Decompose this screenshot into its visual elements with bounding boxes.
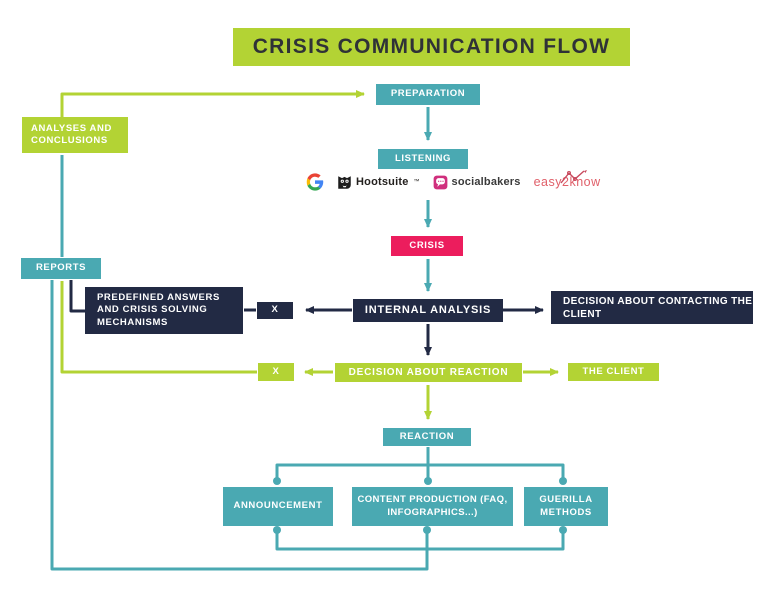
node-decision-reaction: DECISION ABOUT REACTION — [335, 363, 522, 382]
line-predefined-to-reports — [69, 280, 86, 313]
socialbakers-wordmark: socialbakers — [451, 176, 521, 188]
easy2know-logo: easy2know — [533, 170, 601, 189]
line-announcement-guerilla-bottom-bar — [275, 532, 565, 551]
page-title: CRISIS COMMUNICATION FLOW — [233, 28, 630, 66]
socialbakers-logo: socialbakers — [433, 175, 521, 190]
node-reaction: REACTION — [383, 428, 471, 446]
node-preparation: PREPARATION — [376, 84, 480, 105]
node-decision-contacting: DECISION ABOUT CONTACTING THE CLIENT — [551, 291, 753, 324]
node-crisis: CRISIS — [391, 236, 463, 256]
node-internal-analysis: INTERNAL ANALYSIS — [353, 299, 503, 322]
node-announcement: ANNOUNCEMENT — [223, 487, 333, 526]
hootsuite-logo: Hootsuite ™ — [337, 175, 420, 190]
line-reaction-branch-bar — [275, 463, 565, 480]
node-listening: LISTENING — [378, 149, 468, 169]
socialbakers-bubble-icon — [433, 175, 447, 189]
line-x-reaction-to-reports — [60, 281, 257, 374]
hootsuite-tm: ™ — [413, 179, 420, 185]
node-the-client: THE CLIENT — [568, 363, 659, 381]
easy2know-wordmark: easy2know — [533, 175, 601, 189]
node-reports: REPORTS — [21, 258, 101, 279]
line-outputs-to-reports-collector — [50, 280, 429, 571]
google-g-icon — [306, 173, 324, 191]
listening-tools-logos: Hootsuite ™ socialbakers easy2know — [306, 168, 601, 196]
node-x-internal: X — [257, 302, 293, 319]
node-guerilla-methods: GUERILLA METHODS — [524, 487, 608, 526]
node-analyses-conclusions: ANALYSES AND CONCLUSIONS — [22, 117, 128, 153]
google-logo — [306, 173, 324, 191]
connector-dots — [273, 477, 567, 534]
node-x-reaction: X — [258, 363, 294, 381]
node-content-production: CONTENT PRODUCTION (FAQ, INFOGRAPHICS...… — [352, 487, 513, 526]
hootsuite-owl-icon — [338, 175, 351, 189]
arrow-analyses-to-preparation — [60, 90, 365, 118]
hootsuite-wordmark: Hootsuite — [356, 176, 409, 188]
easy2know-graph-icon — [560, 170, 587, 184]
node-predefined-answers: PREDEFINED ANSWERS AND CRISIS SOLVING ME… — [85, 287, 243, 334]
